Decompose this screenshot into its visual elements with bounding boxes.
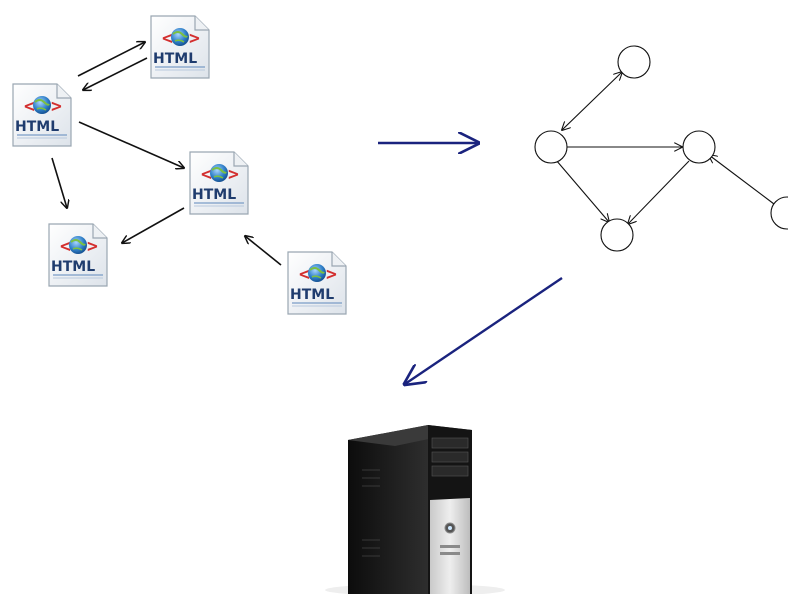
link-arrow bbox=[51, 157, 67, 208]
graph-edge bbox=[628, 160, 690, 224]
html-document-label: HTML bbox=[153, 51, 197, 67]
link-arrow bbox=[122, 207, 185, 243]
graph bbox=[534, 45, 788, 252]
graph-node bbox=[770, 196, 788, 230]
html-document-icon: HTML bbox=[150, 15, 210, 79]
graph-nodes bbox=[534, 45, 788, 252]
html-document-icon: HTML bbox=[12, 83, 72, 147]
graph-node bbox=[534, 130, 568, 164]
graph-edge bbox=[709, 155, 775, 205]
link-arrow bbox=[77, 42, 145, 77]
html-document-label: HTML bbox=[51, 259, 95, 275]
document-links bbox=[51, 42, 282, 266]
html-document-label: HTML bbox=[15, 119, 59, 135]
graph-edges bbox=[555, 72, 775, 224]
link-arrow bbox=[78, 121, 184, 168]
html-document-label: HTML bbox=[290, 287, 334, 303]
html-document-icon: HTML bbox=[48, 223, 108, 287]
graph-edge bbox=[555, 159, 609, 222]
graph-node bbox=[682, 130, 716, 164]
graph-node bbox=[617, 45, 651, 79]
computer-tower-icon bbox=[325, 425, 505, 594]
link-arrow bbox=[245, 236, 282, 266]
html-document-label: HTML bbox=[192, 187, 236, 203]
html-document-icon: HTML bbox=[287, 251, 347, 315]
link-arrow bbox=[83, 57, 148, 90]
html-document-icon: HTML bbox=[189, 151, 249, 215]
graph-edge bbox=[562, 72, 622, 130]
graph-node bbox=[600, 218, 634, 252]
process-arrow-graph-to-computer bbox=[405, 277, 563, 384]
